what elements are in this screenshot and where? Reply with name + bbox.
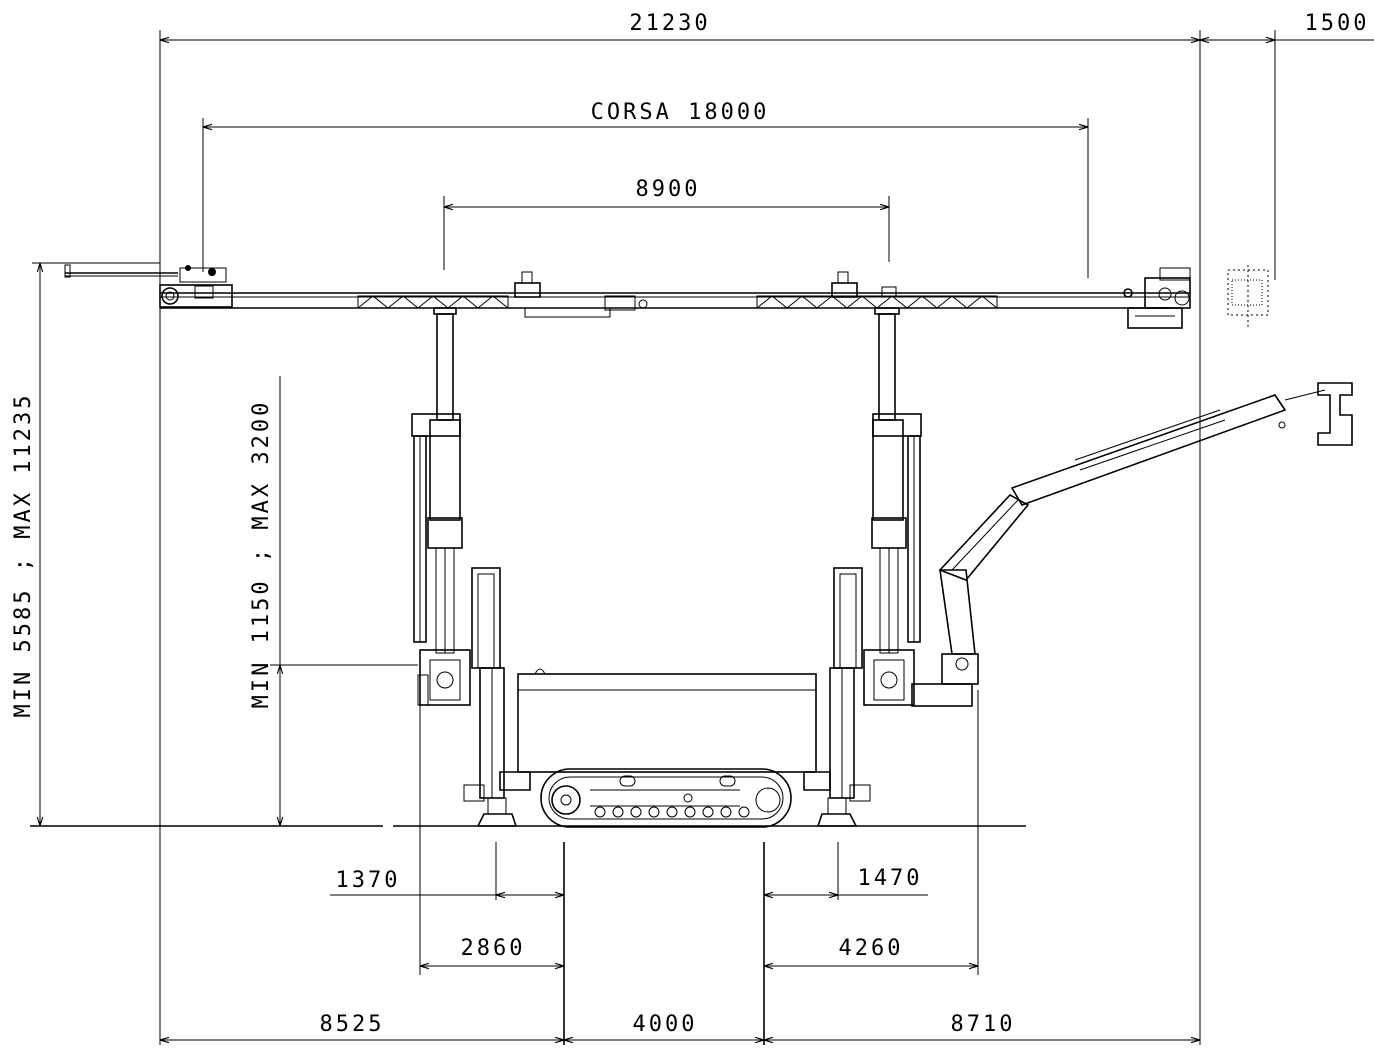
dim-right-inner-1: 1470	[858, 866, 923, 891]
dim-leg-spacing: 8900	[636, 177, 701, 202]
crawler-body	[499, 668, 831, 828]
dim-right-inner-2: 4260	[839, 936, 904, 961]
dim-right-overall: 8710	[951, 1012, 1016, 1037]
dim-left-inner-2: 2860	[461, 936, 526, 961]
dim-height-leg: MIN 1150 ; MAX 3200	[249, 400, 274, 709]
dim-track-base: 4000	[633, 1012, 698, 1037]
left-column	[411, 307, 518, 827]
dim-left-overall: 8525	[320, 1012, 385, 1037]
dim-left-inner-1: 1370	[336, 868, 401, 893]
top-beam	[64, 264, 1269, 330]
dim-front-extension: 1500	[1305, 11, 1370, 36]
dim-stroke: CORSA 18000	[591, 100, 770, 125]
dim-overall-length: 21230	[629, 11, 710, 36]
front-extension-detail	[1227, 265, 1269, 330]
crane-arm	[911, 382, 1353, 707]
dimension-lines	[30, 30, 1374, 1045]
dimension-labels: 21230 1500 CORSA 18000 8900 MIN 5585 ; M…	[11, 11, 1370, 1037]
dim-height-total: MIN 5585 ; MAX 11235	[11, 393, 36, 718]
right-column	[816, 307, 922, 827]
